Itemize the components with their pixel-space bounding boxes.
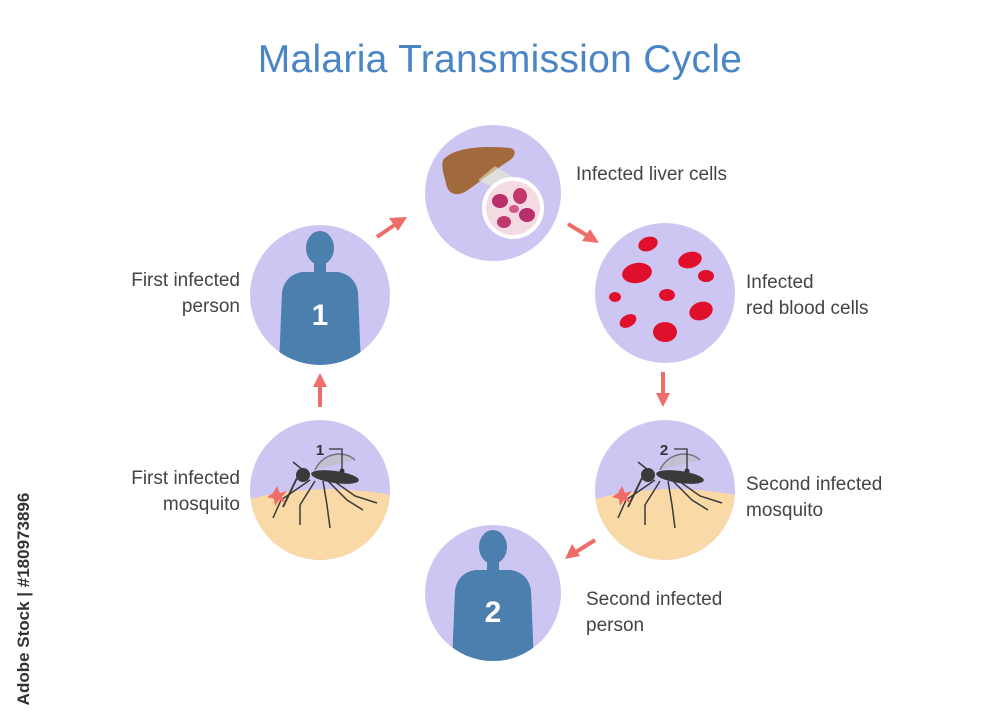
red-blood-cells-icon [609,236,714,342]
label-infected-red-blood-cells: Infected red blood cells [746,272,869,319]
skin-icon [595,489,735,560]
person2-badge: 2 [485,596,502,629]
arrow-liver-to-blood [566,222,599,243]
mosquito-icon [617,453,723,529]
parasite-marker [674,448,690,474]
person-silhouette-icon [279,231,361,365]
mosquito1-badge: 1 [316,442,324,459]
person1-badge: 1 [312,299,329,332]
bite-mark-icon [267,486,287,506]
skin-icon [250,489,390,560]
bite-mark-icon [612,486,632,506]
arrow-mosquito1-to-person1 [313,373,327,407]
arrow-person1-to-liver [375,217,407,239]
mosquito-icon [272,453,378,529]
parasite-marker [329,448,345,474]
label-second-infected-mosquito: Second infected mosquito [746,474,883,521]
blood-stage [595,223,735,363]
magnified-liver-cells-icon [482,177,544,239]
second-person-stage: 2 [425,525,561,661]
label-first-infected-mosquito: First infected mosquito [131,468,240,515]
person-silhouette-icon [452,530,534,661]
label-first-infected-person: First infected person [131,270,240,317]
diagram-title: Malaria Transmission Cycle [257,38,743,81]
first-person-stage: 1 [250,225,390,365]
mosquito2-badge: 2 [660,442,668,459]
first-mosquito-stage: 1 [250,420,390,560]
label-second-infected-person: Second infected person [586,589,723,636]
arrow-blood-to-mosquito2 [656,372,670,407]
label-infected-liver-cells: Infected liver cells [576,164,728,185]
second-mosquito-stage: 2 [595,420,735,560]
arrow-mosquito2-to-person2 [565,538,597,559]
liver-stage [425,125,561,261]
stock-watermark: Adobe Stock | #180973896 [14,492,33,706]
